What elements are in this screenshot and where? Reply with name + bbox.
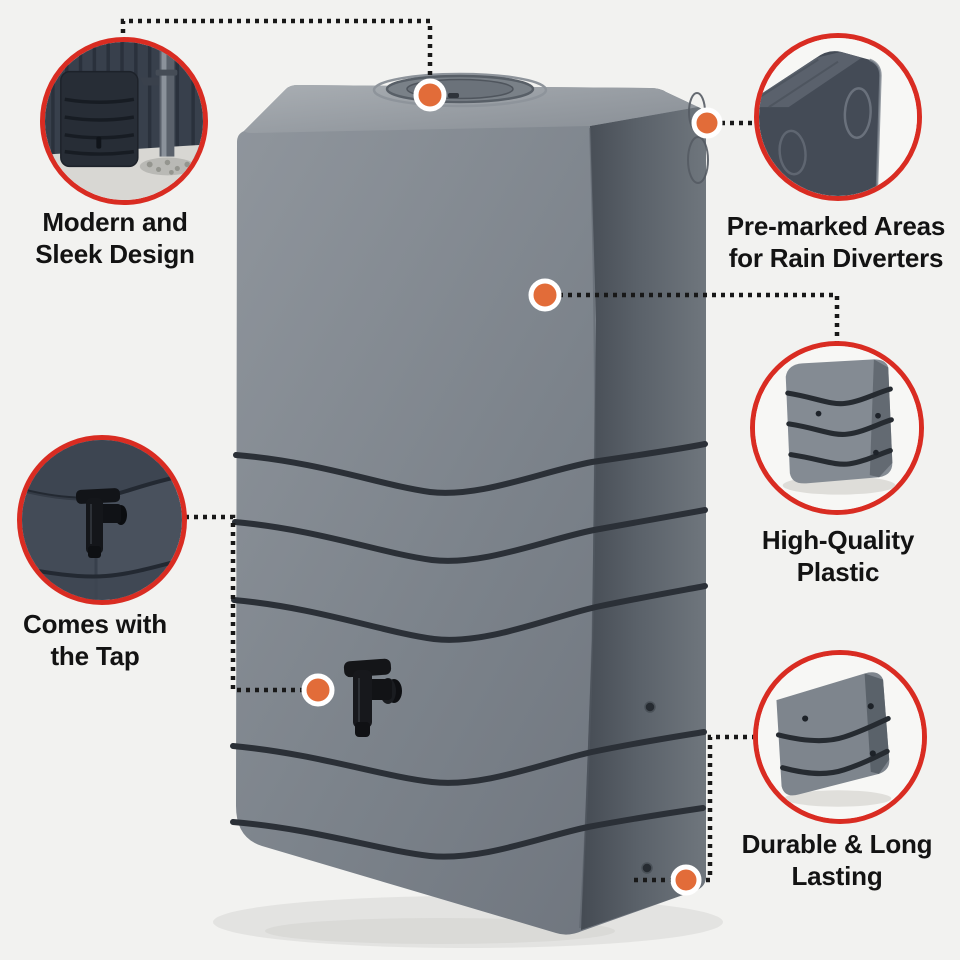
- caption-line: Modern and: [42, 207, 188, 237]
- tank-top-face: [244, 85, 698, 133]
- mini-tap: [75, 488, 127, 558]
- tank-rib-grooves: [230, 441, 708, 860]
- mini-tap: [96, 136, 102, 149]
- caption-line: High-Quality: [761, 525, 915, 555]
- tank-body-marker: [528, 278, 562, 312]
- tank-lid-marker: [413, 78, 447, 112]
- connector-modern-design: [120, 18, 433, 79]
- tank-screws: [641, 701, 656, 874]
- tank-lid: [372, 72, 548, 108]
- caption-high-quality-plastic: High-Quality Plastic: [708, 525, 960, 588]
- feature-circle-premarked-areas: [754, 33, 922, 201]
- caption-line: for Rain Diverters: [728, 242, 944, 273]
- caption-line: Durable & Long: [741, 829, 933, 859]
- diverter-area-marker: [691, 107, 723, 139]
- caption-modern-sleek-design: Modern and Sleek Design: [0, 207, 245, 270]
- feature-circle-durable: [753, 650, 927, 824]
- caption-pre-marked-areas: Pre-marked Areas for Rain Diverters: [706, 211, 960, 274]
- tap-closeup-photo: [22, 440, 182, 600]
- tap-marker: [301, 673, 335, 707]
- caption-comes-with-tap: Comes with the Tap: [0, 609, 225, 672]
- feature-circle-modern-design: [40, 37, 208, 205]
- anthracite-tank-garden-photo: [45, 42, 203, 200]
- feature-circle-high-quality-plastic: [750, 341, 924, 515]
- caption-durable-long-lasting: Durable & Long Lasting: [707, 829, 960, 892]
- lid-tab: [448, 93, 459, 98]
- ribbed-plastic-closeup-photo: [755, 346, 919, 510]
- ribbed-corner-closeup-photo: [758, 655, 922, 819]
- connector-tap: [185, 514, 303, 693]
- tank-corner-edge: [579, 127, 596, 929]
- premarked-oval: [778, 129, 807, 176]
- caption-line: Comes with: [23, 609, 167, 639]
- caption-line: Lasting: [791, 860, 883, 891]
- tank-corner-premarked-photo: [759, 38, 917, 196]
- tank-base-marker: [670, 864, 702, 896]
- premarked-oval: [843, 87, 872, 139]
- caption-line: Pre-marked Areas: [726, 211, 946, 241]
- caption-line: Sleek Design: [35, 238, 195, 269]
- caption-line: Plastic: [796, 556, 880, 587]
- caption-line: the Tap: [50, 640, 140, 671]
- connector-plastic: [559, 292, 840, 343]
- feature-circle-comes-with-tap: [17, 435, 187, 605]
- tap: [343, 658, 402, 737]
